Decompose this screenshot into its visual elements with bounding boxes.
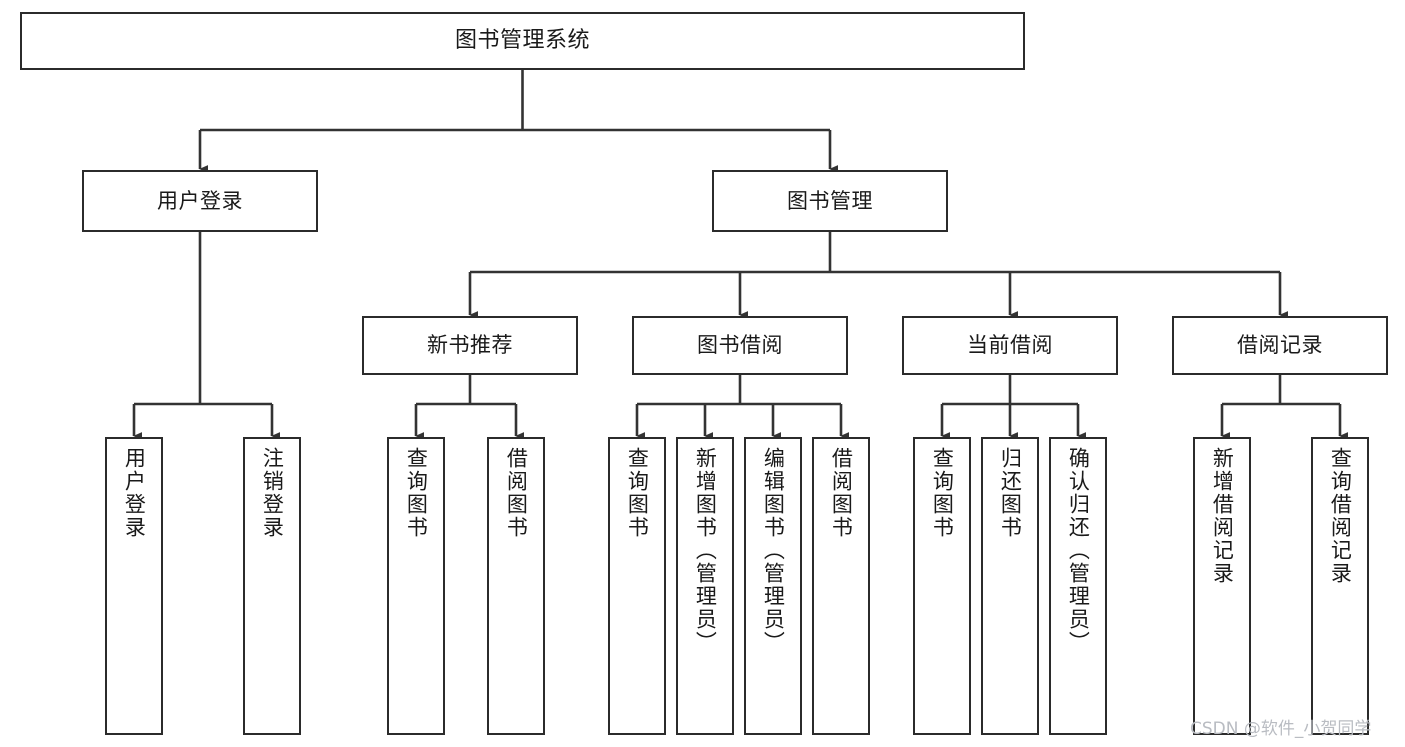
node-label: 编辑图书（管理员） (761, 447, 786, 654)
node-leaf-bb-query[interactable]: 查询图书 (608, 437, 666, 735)
node-label: 查询图书 (930, 447, 955, 539)
node-new-book-rec[interactable]: 新书推荐 (362, 316, 578, 375)
node-label: 查询图书 (404, 447, 429, 539)
node-user-login[interactable]: 用户登录 (82, 170, 318, 232)
node-leaf-rec-query[interactable]: 查询图书 (387, 437, 445, 735)
node-label: 查询图书 (625, 447, 650, 539)
node-leaf-user-logout[interactable]: 注销登录 (243, 437, 301, 735)
node-label: 用户登录 (157, 188, 243, 213)
node-label: 注销登录 (260, 447, 285, 539)
node-root[interactable]: 图书管理系统 (20, 12, 1025, 70)
node-leaf-br-add[interactable]: 新增借阅记录 (1193, 437, 1251, 735)
node-label: 图书管理 (787, 188, 873, 213)
node-label: 当前借阅 (967, 333, 1053, 358)
node-leaf-cb-confirm[interactable]: 确认归还（管理员） (1049, 437, 1107, 735)
node-label: 用户登录 (122, 447, 147, 539)
node-leaf-bb-borrow[interactable]: 借阅图书 (812, 437, 870, 735)
node-label: 确认归还（管理员） (1066, 447, 1091, 654)
node-label: 图书借阅 (697, 333, 783, 358)
node-label: 新书推荐 (427, 333, 513, 358)
node-label: 借阅图书 (504, 447, 529, 539)
node-leaf-br-query[interactable]: 查询借阅记录 (1311, 437, 1369, 735)
node-leaf-cb-return[interactable]: 归还图书 (981, 437, 1039, 735)
node-leaf-user-login[interactable]: 用户登录 (105, 437, 163, 735)
node-leaf-bb-edit[interactable]: 编辑图书（管理员） (744, 437, 802, 735)
node-label: 借阅记录 (1237, 333, 1323, 358)
node-label: 新增图书（管理员） (693, 447, 718, 654)
node-label: 图书管理系统 (454, 28, 590, 54)
node-leaf-cb-query[interactable]: 查询图书 (913, 437, 971, 735)
node-label: 新增借阅记录 (1210, 447, 1235, 585)
node-book-borrow[interactable]: 图书借阅 (632, 316, 848, 375)
node-borrow-record[interactable]: 借阅记录 (1172, 316, 1388, 375)
tree-connectors (132, 70, 1348, 440)
node-label: 查询借阅记录 (1328, 447, 1353, 585)
csdn-watermark: CSDN @软件_小贺同学 (1190, 719, 1372, 739)
node-label: 借阅图书 (829, 447, 854, 539)
node-current-borrow[interactable]: 当前借阅 (902, 316, 1118, 375)
node-label: 归还图书 (998, 447, 1023, 539)
node-leaf-bb-add[interactable]: 新增图书（管理员） (676, 437, 734, 735)
node-book-manage[interactable]: 图书管理 (712, 170, 948, 232)
node-leaf-rec-borrow[interactable]: 借阅图书 (487, 437, 545, 735)
